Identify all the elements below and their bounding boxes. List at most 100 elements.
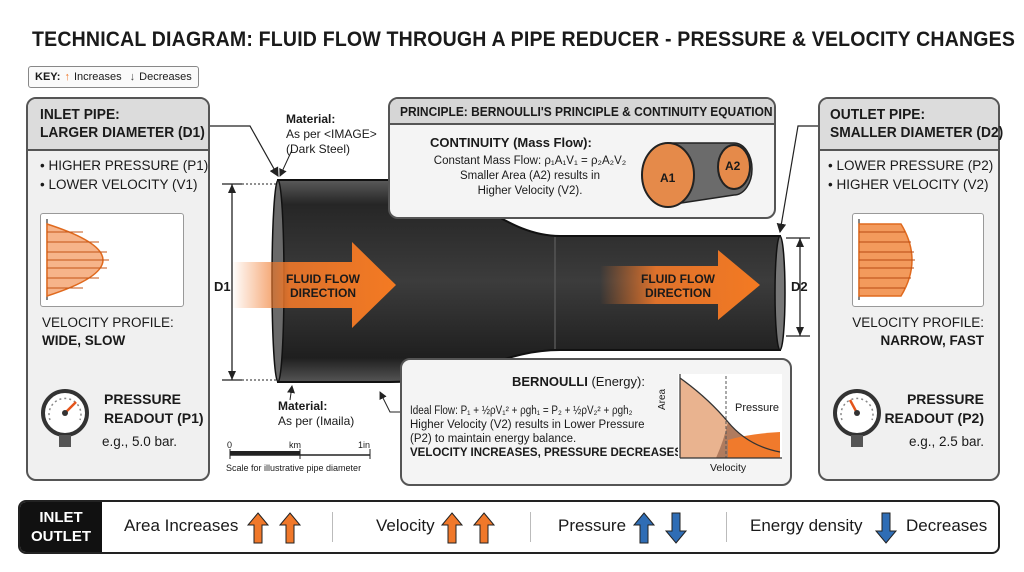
inlet-pressure-line1: PRESSURE	[104, 391, 182, 407]
scale-km: km	[289, 440, 301, 450]
scale-zero: 0	[227, 440, 233, 450]
separator	[530, 512, 531, 542]
outlet-bullet-1: • LOWER PRESSURE (P2)	[828, 158, 994, 173]
decreases-label: Decreases	[906, 516, 988, 535]
continuity-line1: Constant Mass Flow: ρ₁A₁V₁ = ρ₂A₂V₂	[433, 155, 627, 167]
flow-arrow-left	[232, 242, 396, 328]
material-top-callout: Material: As per <IMAGE> (Dark Steel)	[286, 112, 377, 157]
bernoulli-chart	[678, 374, 782, 459]
leader-inlet	[208, 125, 279, 178]
key-increases: Increases	[73, 71, 122, 83]
pressure-arrows-icon	[632, 512, 688, 544]
outlet-pressure-line2: READOUT (P2)	[884, 410, 984, 426]
principle-box: PRINCIPLE: BERNOULLI'S PRINCIPLE & CONTI…	[388, 97, 776, 219]
summary-bar: INLET OUTLET Area Increases Velocity Pre…	[18, 500, 1000, 554]
material-bottom-callout: Material: As per (Iмаila)	[278, 399, 354, 429]
bernoulli-line1: Ideal Flow: P₁ + ½ρV₁² + ρgh₁ = P₂ + ½ρV…	[410, 405, 633, 417]
bernoulli-sub: (Energy):	[591, 374, 645, 389]
chart-velocity-label: Velocity	[710, 462, 747, 474]
flow-label-right-line1: FLUID FLOW	[641, 272, 715, 286]
outlet-pressure-value: e.g., 2.5 bar.	[908, 434, 984, 449]
leader-material-bottom	[287, 385, 295, 401]
bernoulli-text: Ideal Flow: P₁ + ½ρV₁² + ρgh₁ = P₂ + ½ρV…	[410, 404, 685, 460]
outlet-pressure-line1: PRESSURE	[906, 391, 984, 407]
inlet-velocity-profile	[40, 213, 184, 307]
d2-label: D2	[791, 279, 808, 294]
down-arrow-icon: ↓	[129, 71, 136, 83]
material-top-label: Material:	[286, 112, 336, 126]
inlet-profile-value: WIDE, SLOW	[42, 333, 126, 348]
inlet-profile-label: VELOCITY PROFILE:	[42, 315, 174, 330]
flow-label-right: FLUID FLOW DIRECTION	[636, 272, 720, 300]
inlet-bullets: • HIGHER PRESSURE (P1) • LOWER VELOCITY …	[28, 151, 208, 194]
leader-outlet	[776, 125, 818, 234]
inlet-bullet-1: • HIGHER PRESSURE (P1)	[40, 158, 209, 173]
outlet-bullets: • LOWER PRESSURE (P2) • HIGHER VELOCITY …	[820, 151, 998, 194]
continuity-sub: (Mass Flow):	[513, 135, 592, 150]
flow-arrow-right	[600, 250, 760, 320]
outlet-header-line2: SMALLER DIAMETER (D2)	[830, 124, 1004, 141]
bernoulli-title: BERNOULLI	[512, 374, 588, 389]
continuity-line2: Smaller Area (A2) results in	[460, 170, 600, 182]
pipe-outlet-rim	[774, 235, 786, 351]
separator	[332, 512, 333, 542]
bernoulli-title-row: BERNOULLI (Energy):	[512, 374, 645, 389]
principle-header: PRINCIPLE: BERNOULLI'S PRINCIPLE & CONTI…	[400, 104, 773, 119]
outlet-profile-label: VELOCITY PROFILE:	[852, 315, 984, 330]
leader-bernoulli	[379, 391, 400, 413]
outlet-profile-value: NARROW, FAST	[880, 333, 985, 348]
gauge-icon	[832, 388, 882, 457]
outlet-bullet-2: • HIGHER VELOCITY (V2)	[828, 177, 989, 192]
outlet-panel: OUTLET PIPE: SMALLER DIAMETER (D2) • LOW…	[818, 97, 1004, 481]
scale-end: 1in	[358, 440, 371, 450]
chart-pressure-label: Pressure	[735, 402, 780, 414]
material-top-line1: As per <IMAGE>	[286, 127, 377, 141]
outlet-profile-chart	[858, 219, 915, 300]
io-line1: INLET	[39, 509, 83, 526]
page-title: TECHNICAL DIAGRAM: FLUID FLOW THROUGH A …	[32, 28, 1016, 51]
area-increases-label: Area Increases	[124, 516, 239, 535]
d1-label: D1	[214, 279, 231, 294]
inlet-header-line2: LARGER DIAMETER (D1)	[40, 124, 205, 141]
chart-area-label: Area	[657, 388, 668, 410]
inlet-bullet-2: • LOWER VELOCITY (V1)	[40, 177, 198, 192]
separator	[726, 512, 727, 542]
continuity-text: Constant Mass Flow: ρ₁A₁V₁ = ρ₂A₂V₂ Smal…	[430, 154, 630, 199]
continuity-line3: Higher Velocity (V2).	[477, 185, 583, 197]
area-a2-label: A2	[725, 159, 741, 173]
key-decreases: Decreases	[139, 71, 192, 83]
inlet-pressure-line2: READOUT (P1)	[104, 410, 204, 426]
continuity-title: CONTINUITY	[430, 135, 510, 150]
bernoulli-line2: Higher Velocity (V2) results in Lower Pr…	[410, 419, 645, 431]
io-line2: OUTLET	[31, 528, 91, 545]
inlet-header: INLET PIPE: LARGER DIAMETER (D1)	[28, 99, 208, 151]
inlet-profile-chart	[46, 219, 109, 300]
area-a1-label: A1	[660, 171, 676, 185]
continuity-title-row: CONTINUITY (Mass Flow):	[430, 135, 592, 150]
area-up-arrows-icon	[246, 512, 302, 544]
material-top-line2: (Dark Steel)	[286, 142, 351, 156]
inlet-pressure: PRESSURE READOUT (P1)	[104, 390, 204, 428]
flow-label-left-line2: DIRECTION	[290, 286, 356, 300]
material-bottom-label: Material:	[278, 399, 328, 413]
gauge-icon	[40, 388, 90, 457]
velocity-label: Velocity	[376, 516, 435, 535]
area-cross-section	[641, 142, 753, 208]
inlet-panel: INLET PIPE: LARGER DIAMETER (D1) • HIGHE…	[26, 97, 210, 481]
key-legend: KEY: ↑ Increases ↓ Decreases	[28, 66, 199, 88]
energy-down-arrow-icon	[874, 512, 898, 544]
bernoulli-line4: VELOCITY INCREASES, PRESSURE DECREASES.	[410, 447, 686, 459]
energy-density-label: Energy density	[750, 516, 863, 535]
bernoulli-line3: (P2) to maintain energy balance.	[410, 433, 577, 445]
inlet-outlet-tag: INLET OUTLET	[20, 502, 102, 552]
inlet-header-line1: INLET PIPE:	[40, 106, 120, 123]
material-bottom-line1: As per (Iмаila)	[278, 414, 355, 428]
leader-material-top	[279, 149, 293, 177]
flow-label-left: FLUID FLOW DIRECTION	[282, 272, 364, 300]
outlet-pressure: PRESSURE READOUT (P2)	[884, 390, 984, 428]
outlet-header: OUTLET PIPE: SMALLER DIAMETER (D2)	[820, 99, 1004, 151]
outlet-header-line1: OUTLET PIPE:	[830, 106, 926, 123]
bernoulli-box: BERNOULLI (Energy): Ideal Flow: P₁ + ½ρV…	[400, 358, 792, 486]
up-arrow-icon: ↑	[64, 71, 70, 83]
flow-label-right-line2: DIRECTION	[645, 286, 711, 300]
